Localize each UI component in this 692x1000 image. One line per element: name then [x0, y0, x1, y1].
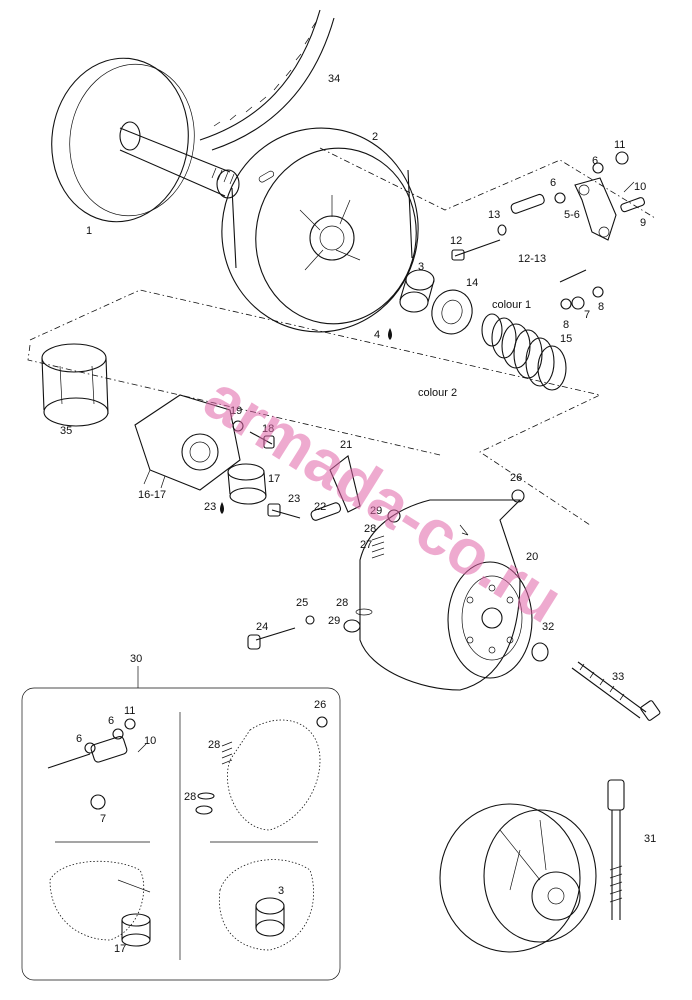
callout-21: 21	[340, 439, 352, 451]
puller-tool	[607, 779, 625, 920]
inset-callout-26: 26	[314, 699, 326, 711]
assembly-boundary-lines	[27, 147, 656, 526]
callout-colour-1: colour 1	[492, 299, 531, 311]
inset-sheave-detail	[218, 859, 314, 951]
washer-part-14	[431, 289, 473, 335]
inset-callout-6b: 6	[76, 733, 82, 745]
callout-23b: 23	[204, 501, 216, 513]
callout-34: 34	[328, 73, 340, 85]
cam-part-16-17	[134, 394, 241, 491]
callout-10: 10	[634, 181, 646, 193]
callout-35: 35	[60, 425, 72, 437]
callout-28a: 28	[364, 523, 376, 535]
callout-15: 15	[560, 333, 572, 345]
inset-arm-assembly	[47, 718, 147, 810]
callout-31: 31	[644, 833, 656, 845]
callout-23a: 23	[288, 493, 300, 505]
callout-24: 24	[256, 621, 268, 633]
inset-housing-detail	[195, 716, 328, 831]
callout-25: 25	[296, 597, 308, 609]
movable-sheave-part-2	[221, 127, 419, 333]
callout-1: 1	[86, 225, 92, 237]
inset-callout-6a: 6	[108, 715, 114, 727]
watermark-text: armada-co.ru	[193, 361, 575, 637]
inset-panel-30	[21, 666, 341, 981]
callout-12-13: 12-13	[518, 253, 546, 265]
inset-callout-10: 10	[144, 735, 156, 747]
callout-20: 20	[526, 551, 538, 563]
callout-28b: 28	[336, 597, 348, 609]
callout-18: 18	[262, 423, 274, 435]
inset-callout-labels: 11 6 6 10 7 26 28 28 17 3	[76, 699, 326, 955]
fixed-sheave-part-1	[51, 57, 240, 223]
callout-30: 30	[130, 653, 142, 665]
callout-labels: 1 2 3 4 5-6 6 6 7 8 8 9 10 11 12 13 12-1…	[60, 73, 656, 845]
callout-12: 12	[450, 235, 462, 247]
bolt-part-33	[531, 642, 661, 721]
callout-5-6: 5-6	[564, 209, 580, 221]
inset-callout-28b: 28	[184, 791, 196, 803]
callout-9: 9	[640, 217, 646, 229]
drive-belt-part-34	[199, 9, 335, 151]
lever-pins-21-23	[267, 455, 361, 521]
inset-callout-28a: 28	[208, 739, 220, 751]
pivot-small-parts	[247, 509, 401, 650]
callout-3: 3	[418, 261, 424, 273]
callout-6b: 6	[550, 177, 556, 189]
inset-callout-17: 17	[114, 943, 126, 955]
callout-33: 33	[612, 671, 624, 683]
callout-32: 32	[542, 621, 554, 633]
callout-17: 17	[268, 473, 280, 485]
callout-27: 27	[360, 539, 372, 551]
callout-colour-2: colour 2	[418, 387, 457, 399]
callout-8a: 8	[563, 319, 569, 331]
callout-29a: 29	[370, 505, 382, 517]
callout-6a: 6	[592, 155, 598, 167]
inset-callout-7: 7	[100, 813, 106, 825]
callout-11: 11	[614, 139, 625, 151]
callout-2: 2	[372, 131, 378, 143]
sleeve-part-35	[41, 343, 109, 427]
bushing-part-17	[220, 463, 267, 514]
inset-callout-11: 11	[124, 705, 135, 717]
callout-13: 13	[488, 209, 500, 221]
callout-29b: 29	[328, 615, 340, 627]
assembled-clutch-part-31	[439, 803, 597, 953]
inset-cam-detail	[49, 860, 151, 947]
bolt-part-18	[232, 420, 275, 449]
callout-26: 26	[510, 472, 522, 484]
spring-part-15	[481, 313, 567, 391]
callout-14: 14	[466, 277, 478, 289]
bushing-part-3	[388, 269, 435, 340]
callout-4: 4	[374, 329, 380, 341]
callout-19: 19	[230, 405, 242, 417]
callout-16-17: 16-17	[138, 489, 166, 501]
inset-callout-3: 3	[278, 885, 284, 897]
callout-22: 22	[314, 501, 326, 513]
callout-8b: 8	[598, 301, 604, 313]
cam-arm-assembly	[451, 151, 645, 310]
housing-part-20	[359, 489, 533, 691]
callout-7: 7	[584, 309, 590, 321]
